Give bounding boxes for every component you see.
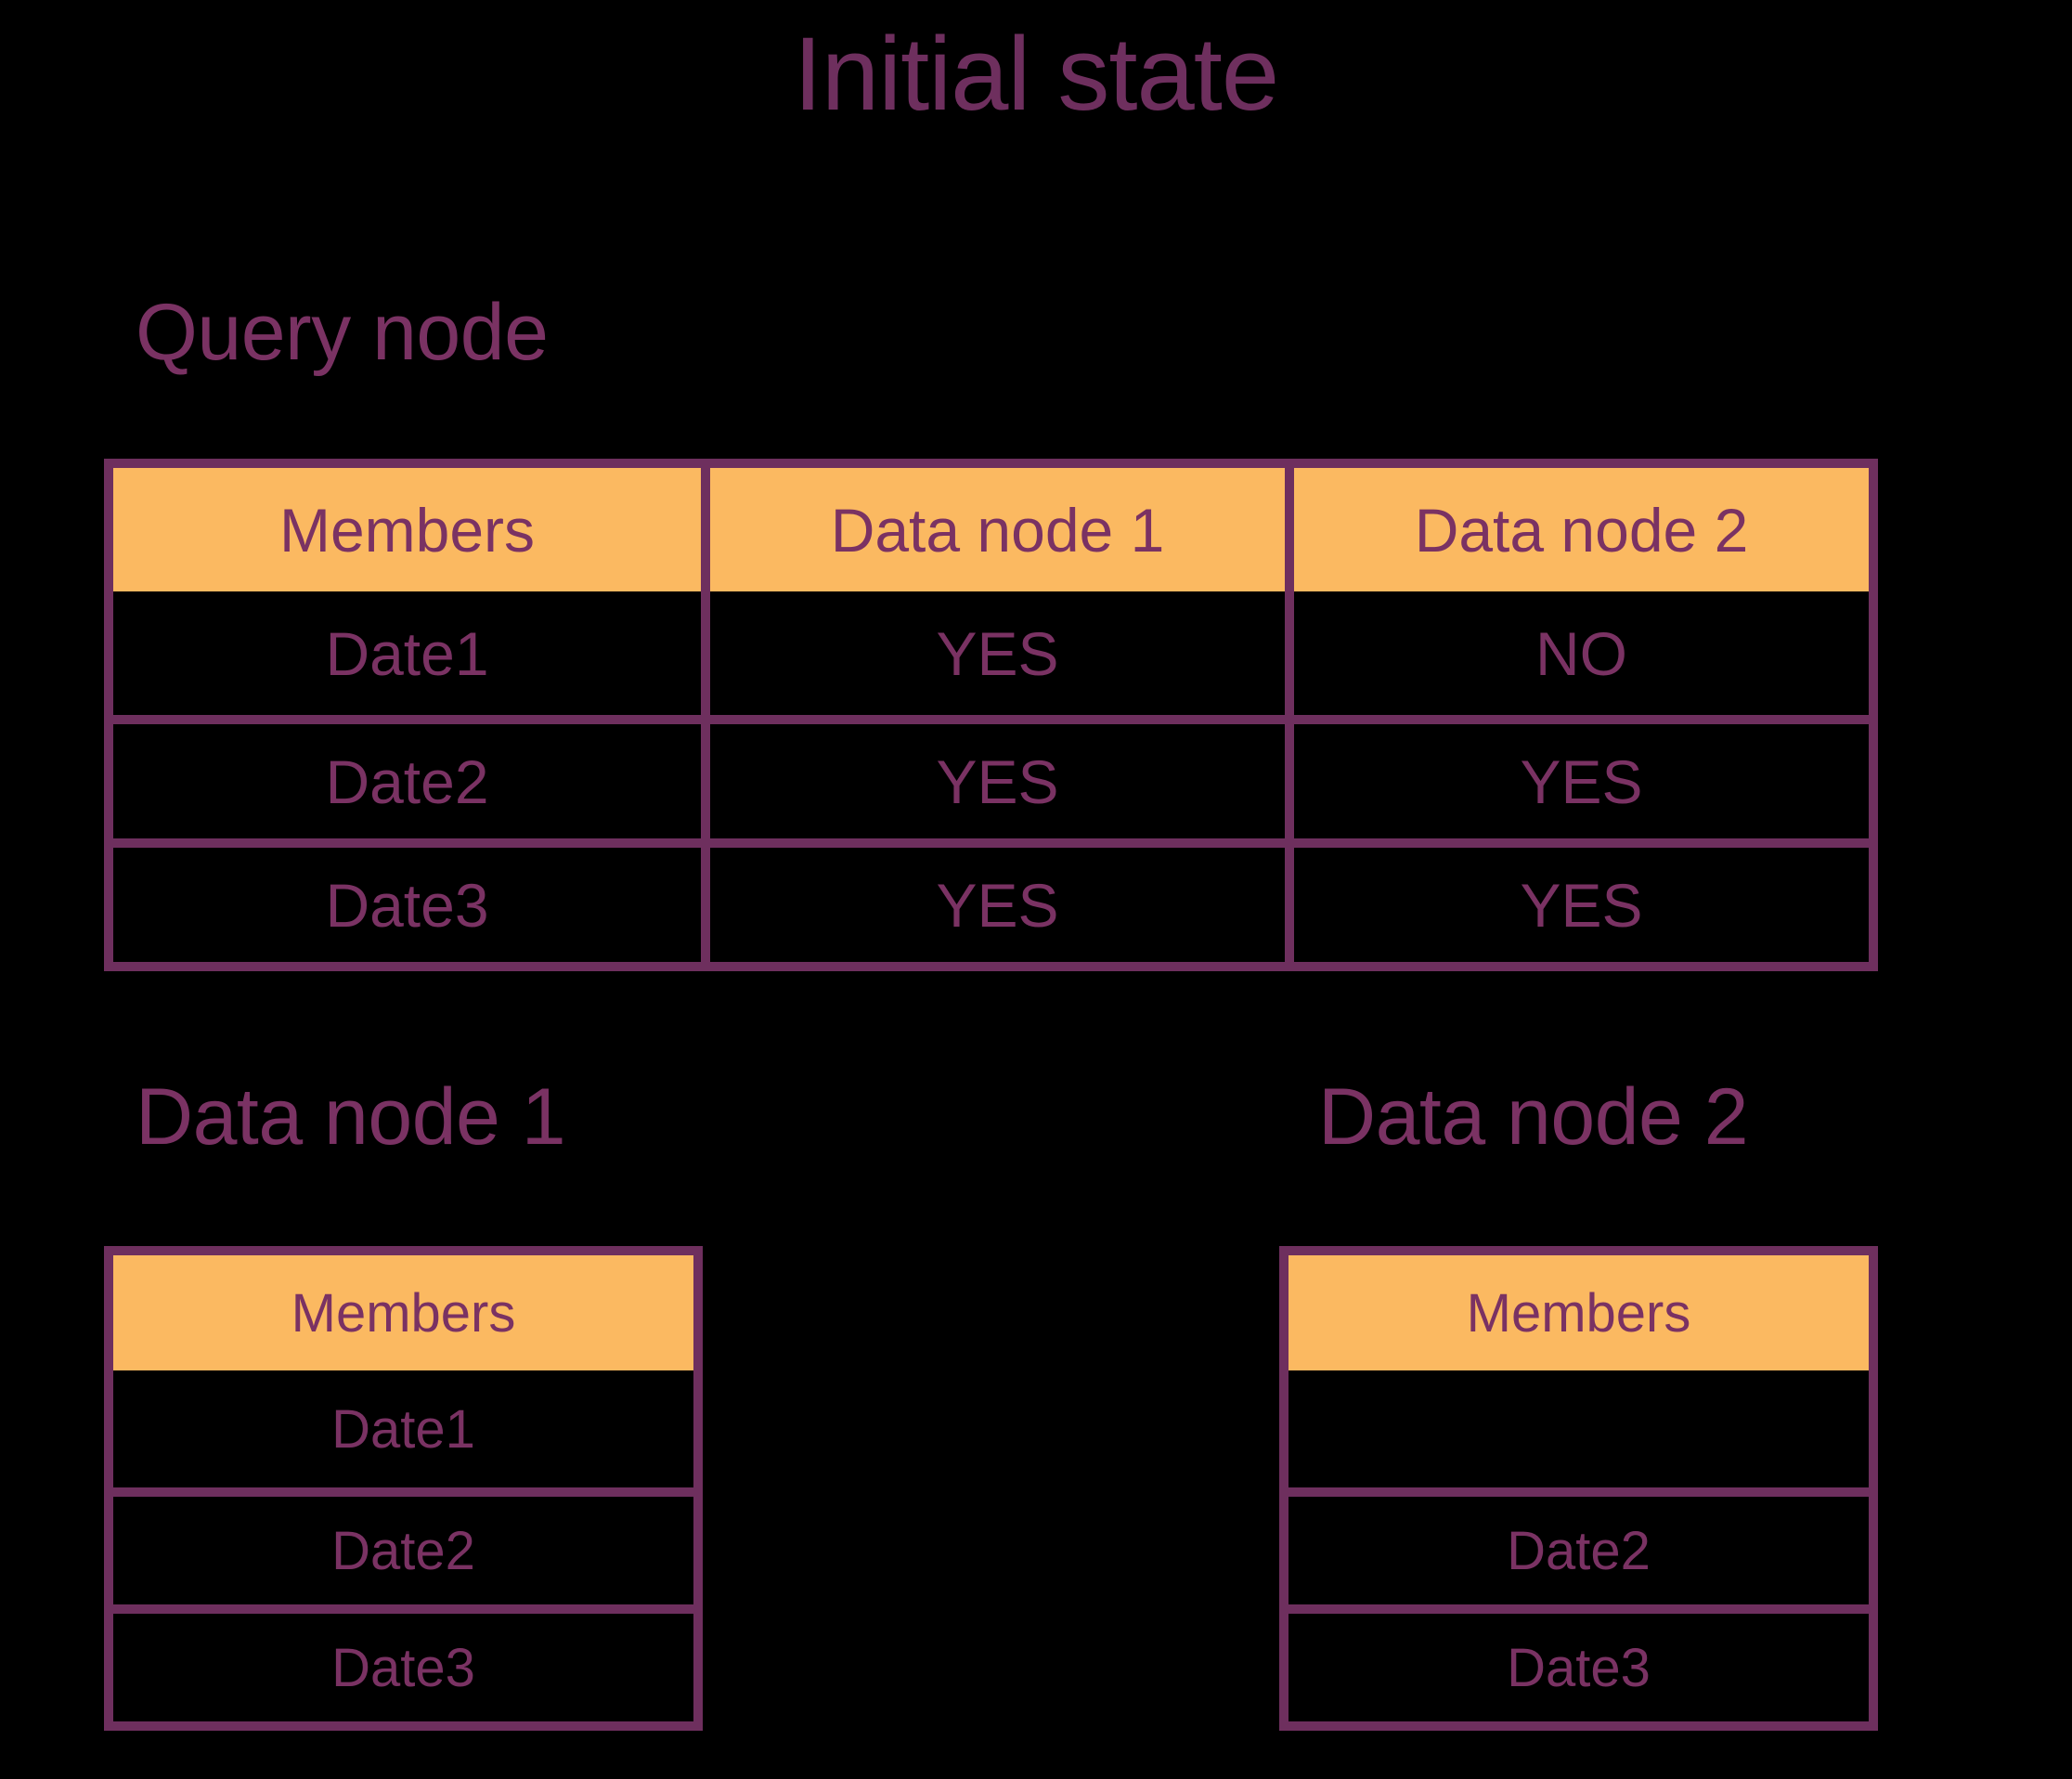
table-row: Date1: [113, 1370, 693, 1487]
cell-member-empty: [1289, 1370, 1869, 1487]
table-row: Date3: [113, 1604, 693, 1721]
cell-member: Date2: [113, 715, 701, 838]
data-node-2-table: Members Date2 Date3: [1279, 1246, 1878, 1731]
table-header-row: Members: [113, 1255, 693, 1370]
section-heading-query-node: Query node: [136, 288, 549, 377]
table-row: Date2: [113, 1487, 693, 1604]
cell-member: Date3: [1289, 1604, 1869, 1721]
section-heading-data-node-1: Data node 1: [136, 1072, 566, 1162]
cell-node1-status: YES: [701, 591, 1285, 715]
data-node-1-table: Members Date1 Date2 Date3: [104, 1246, 703, 1731]
cell-member: Date2: [113, 1487, 693, 1604]
cell-node2-status: YES: [1285, 715, 1869, 838]
table-header-row: Members Data node 1 Data node 2: [113, 468, 1869, 591]
column-header-members: Members: [1289, 1255, 1869, 1370]
table-row: Date1 YES NO: [113, 591, 1869, 715]
section-heading-data-node-2: Data node 2: [1318, 1072, 1749, 1162]
table-row: Date3: [1289, 1604, 1869, 1721]
column-header-data-node-1: Data node 1: [701, 468, 1285, 591]
table-row: Date3 YES YES: [113, 838, 1869, 962]
page-title: Initial state: [793, 16, 1279, 132]
cell-member: Date3: [113, 1604, 693, 1721]
column-header-members: Members: [113, 468, 701, 591]
column-header-data-node-2: Data node 2: [1285, 468, 1869, 591]
table-row: [1289, 1370, 1869, 1487]
query-node-table: Members Data node 1 Data node 2 Date1 YE…: [104, 459, 1878, 971]
cell-node1-status: YES: [701, 715, 1285, 838]
cell-member: Date1: [113, 591, 701, 715]
column-header-members: Members: [113, 1255, 693, 1370]
cell-member: Date2: [1289, 1487, 1869, 1604]
cell-member: Date3: [113, 838, 701, 962]
cell-node2-status: NO: [1285, 591, 1869, 715]
cell-node1-status: YES: [701, 838, 1285, 962]
table-row: Date2: [1289, 1487, 1869, 1604]
cell-member: Date1: [113, 1370, 693, 1487]
table-row: Date2 YES YES: [113, 715, 1869, 838]
cell-node2-status: YES: [1285, 838, 1869, 962]
table-header-row: Members: [1289, 1255, 1869, 1370]
